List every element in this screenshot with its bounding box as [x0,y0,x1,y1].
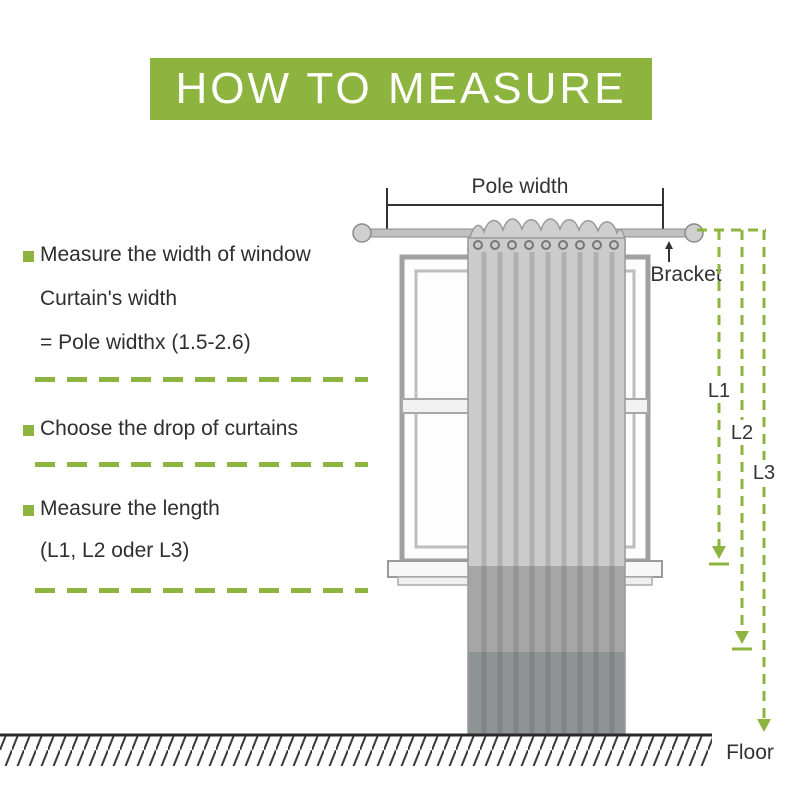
l2-label: L2 [731,422,753,444]
l3-label: L3 [753,462,775,484]
curtain [467,218,626,736]
page-title: HOW TO MEASURE [175,64,627,113]
instruction-length-line1: Measure the length [40,497,220,520]
l1-label: L1 [708,380,730,402]
instruction-width-line3: = Pole widthx (1.5-2.6) [40,331,251,354]
bullet-square [23,505,34,516]
instruction-width-line2: Curtain's width [40,287,178,310]
dashed-separator-2 [35,462,368,467]
instruction-length-line2: (L1, L2 oder L3) [40,539,190,562]
instruction-width-line1: Measure the width of window [40,243,311,266]
bullet-square [23,425,34,436]
bracket-label: Bracket [650,263,721,286]
floor-label: Floor [726,741,774,764]
header-banner: HOW TO MEASURE [150,58,652,120]
dashed-separator-3 [35,588,368,593]
curtain-folds [481,252,615,733]
dashed-separator-1 [35,377,368,382]
length-measure-ticks [709,562,752,651]
curtain-band-bottom [468,652,625,735]
pole-width-label: Pole width [472,175,569,198]
pole-finial-right [684,223,704,243]
curtain-band-middle [468,566,625,652]
pole-finial-left [352,223,372,243]
length-measure-arrows [712,546,771,732]
bracket-arrow [665,241,673,262]
length-measure-lines [697,228,766,719]
pole-width-measure [386,188,664,232]
bullet-square [23,251,34,262]
curtain-hooks [473,240,619,250]
instruction-drop-line1: Choose the drop of curtains [40,417,298,440]
floor [0,733,712,766]
